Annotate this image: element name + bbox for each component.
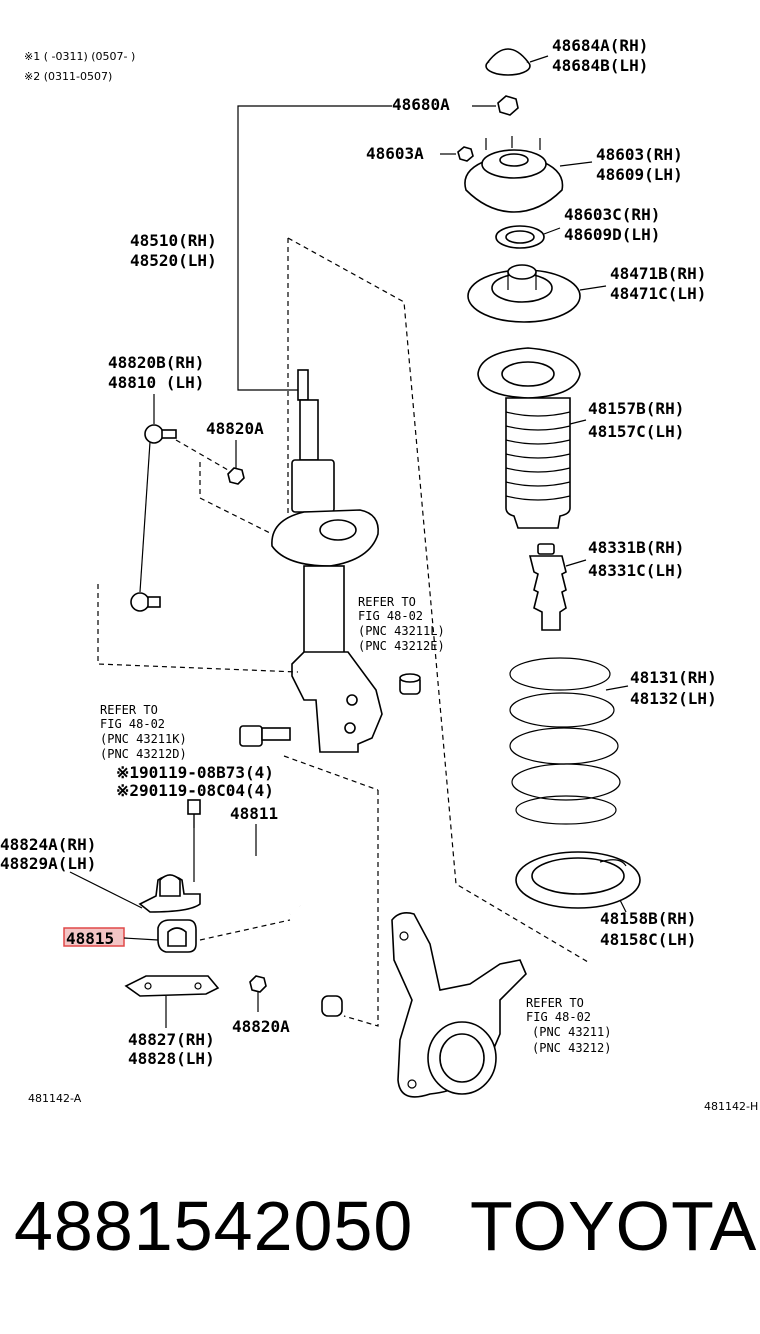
- label-48158b-rh: 48158B(RH): [600, 909, 696, 928]
- refer-knuckle-line1: REFER TO: [526, 996, 584, 1010]
- part-strut-nut[interactable]: [399, 673, 421, 695]
- part-48815-stabilizer-bushing[interactable]: [157, 919, 197, 953]
- part-48820a-nut-bottom[interactable]: [249, 975, 267, 993]
- part-48603-strut-mount[interactable]: [464, 136, 564, 213]
- label-48157b-rh: 48157B(RH): [588, 399, 684, 418]
- parts-diagram: ※1 ( -0311) (0507- ) ※2 (0311-0507) 4868…: [0, 36, 758, 1113]
- label-48810-lh: 48810 (LH): [108, 373, 204, 392]
- part-48680a-nut[interactable]: [497, 95, 519, 116]
- note-1: ※1 ( -0311) (0507- ): [24, 50, 135, 63]
- part-48471-spring-seat[interactable]: [467, 264, 581, 323]
- label-48684-rh: 48684A(RH): [552, 36, 648, 55]
- part-48811-stabilizer-bar[interactable]: [199, 847, 350, 1017]
- label-48603a: 48603A: [366, 144, 424, 163]
- refer-knuckle-line3: (PNC 43211): [532, 1025, 611, 1039]
- refer-bolt-line3: (PNC 43211K): [100, 732, 187, 746]
- part-48603a-nut[interactable]: [457, 146, 474, 162]
- label-48609-lh: 48609(LH): [596, 165, 683, 184]
- refer-strut-line2: FIG 48-02: [358, 609, 423, 623]
- label-48158c-lh: 48158C(LH): [600, 930, 696, 949]
- refer-strut-line1: REFER TO: [358, 595, 416, 609]
- label-48684-lh: 48684B(LH): [552, 56, 648, 75]
- part-48684-cap[interactable]: [485, 48, 531, 76]
- brand-name: TOYOTA: [470, 1187, 758, 1265]
- label-48811: 48811: [230, 804, 278, 823]
- part-48510-strut-assembly[interactable]: [271, 369, 383, 753]
- part-48603c-bearing[interactable]: [495, 225, 545, 249]
- refer-bolt-line4: (PNC 43212D): [100, 747, 187, 761]
- refer-bolt-line1: REFER TO: [100, 703, 158, 717]
- label-48131-rh: 48131(RH): [630, 668, 717, 687]
- label-48827-rh: 48827(RH): [128, 1030, 215, 1049]
- highlight-48815: [63, 927, 125, 947]
- label-48820a-top: 48820A: [206, 419, 264, 438]
- part-48820a-nut-top[interactable]: [227, 467, 245, 485]
- label-bolt-1: ※190119-08B73(4): [116, 763, 274, 782]
- label-48680a: 48680A: [392, 95, 450, 114]
- refer-knuckle-line4: (PNC 43212): [532, 1041, 611, 1055]
- refer-strut-line3: (PNC 43211L): [358, 624, 445, 638]
- part-number: 4881542050: [14, 1187, 414, 1265]
- part-bracket-bolt[interactable]: [187, 799, 201, 828]
- label-48471b-rh: 48471B(RH): [610, 264, 706, 283]
- part-48158-spring-insulator[interactable]: [515, 851, 641, 909]
- part-steering-knuckle[interactable]: [391, 912, 527, 1098]
- figure-code-right: 481142-H: [704, 1100, 758, 1113]
- label-bolt-2: ※290119-08C04(4): [116, 781, 274, 800]
- note-2: ※2 (0311-0507): [24, 70, 112, 83]
- label-48520-lh: 48520(LH): [130, 251, 217, 270]
- part-48157-dust-boot[interactable]: [477, 347, 581, 529]
- label-48820b-rh: 48820B(RH): [108, 353, 204, 372]
- label-48829a-lh: 48829A(LH): [0, 854, 96, 873]
- refer-bolt-line2: FIG 48-02: [100, 717, 165, 731]
- part-48131-coil-spring[interactable]: [509, 657, 621, 825]
- label-48471c-lh: 48471C(LH): [610, 284, 706, 303]
- part-48824-stabilizer-bracket[interactable]: [138, 874, 201, 913]
- refer-knuckle-line2: FIG 48-02: [526, 1010, 591, 1024]
- label-48828-lh: 48828(LH): [128, 1049, 215, 1068]
- label-48157c-lh: 48157C(LH): [588, 422, 684, 441]
- refer-strut-line4: (PNC 43212E): [358, 639, 445, 653]
- label-48603-rh: 48603(RH): [596, 145, 683, 164]
- label-48331c-lh: 48331C(LH): [588, 561, 684, 580]
- label-48820a-bottom: 48820A: [232, 1017, 290, 1036]
- label-48132-lh: 48132(LH): [630, 689, 717, 708]
- label-48609d-lh: 48609D(LH): [564, 225, 660, 244]
- figure-code-left: 481142-A: [28, 1092, 82, 1105]
- part-48827-bracket[interactable]: [124, 975, 220, 997]
- part-strut-bolt[interactable]: [239, 725, 291, 747]
- assembly-dashed-outline: [287, 237, 589, 963]
- part-48820b-stabilizer-link[interactable]: [130, 424, 177, 612]
- label-48603c-rh: 48603C(RH): [564, 205, 660, 224]
- label-48815[interactable]: 48815: [66, 929, 114, 948]
- label-48510-rh: 48510(RH): [130, 231, 217, 250]
- part-48331-bump-stopper[interactable]: [528, 543, 567, 631]
- label-48331b-rh: 48331B(RH): [588, 538, 684, 557]
- label-48824a-rh: 48824A(RH): [0, 835, 96, 854]
